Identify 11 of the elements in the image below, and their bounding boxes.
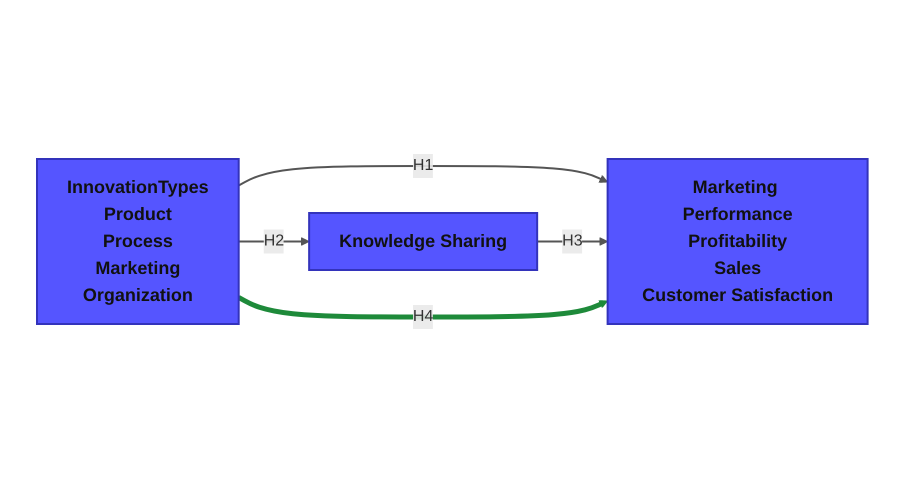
arrow <box>238 295 608 320</box>
node-box: InnovationTypes Product Process Marketing Organization <box>36 158 240 325</box>
edge-label: H2 <box>264 232 284 250</box>
edge-label: H1 <box>413 157 434 174</box>
edge-label: H3 <box>562 232 583 250</box>
edge-label: H4 <box>413 308 434 325</box>
node-box: Knowledge Sharing <box>308 212 538 271</box>
node-box: Marketing Performance Profitability Sales Customer Satisfaction <box>606 158 869 325</box>
arrow <box>238 237 310 246</box>
arrow <box>537 237 608 246</box>
arrow <box>238 165 608 186</box>
